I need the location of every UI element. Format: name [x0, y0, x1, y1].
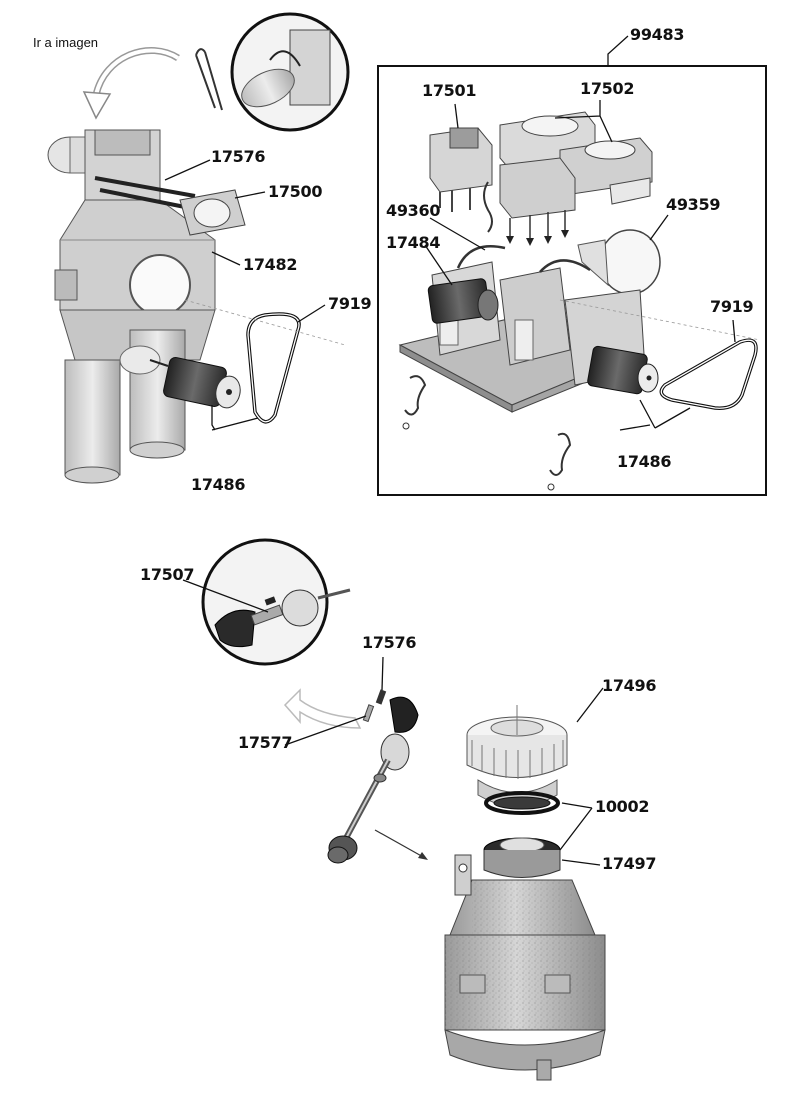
hollow-arrow-icon	[283, 688, 362, 729]
top-left-assembly	[47, 12, 350, 484]
part-label-17502: 17502	[580, 79, 635, 98]
part-label-7919-right: 7919	[710, 297, 754, 316]
plate-17500	[179, 189, 246, 236]
part-label-17497: 17497	[602, 854, 657, 873]
part-label-49359: 49359	[666, 195, 721, 214]
part-label-17577: 17577	[238, 733, 293, 752]
detail-zoom-circle-bottom	[201, 538, 351, 666]
shaft-assembly	[327, 689, 419, 864]
bottom-assembly	[182, 538, 606, 1081]
part-label-17484: 17484	[386, 233, 441, 252]
part-label-10002: 10002	[595, 797, 650, 816]
motor-17484	[427, 278, 499, 324]
motor-17486-right	[587, 345, 659, 395]
spring-pin-icon	[195, 48, 223, 111]
cone-49359	[577, 229, 661, 295]
ring-10002	[484, 791, 560, 815]
go-to-image-link[interactable]: Ir a imagen	[33, 35, 99, 50]
part-label-49360: 49360	[386, 201, 441, 220]
burr-17497	[483, 837, 561, 878]
part-label-17486-left: 17486	[191, 475, 246, 494]
grinder-housing	[444, 854, 606, 1081]
assembly-99483-frame	[377, 65, 767, 496]
block-17501	[429, 127, 493, 212]
wire-49360	[456, 245, 591, 273]
part-label-17576-bottom: 17576	[362, 633, 417, 652]
motor-17486-left	[149, 357, 241, 409]
top-right-assembly	[377, 35, 767, 496]
part-label-17500: 17500	[268, 182, 323, 201]
assembly-label-99483: 99483	[630, 25, 685, 44]
part-label-17576-top: 17576	[211, 147, 266, 166]
part-label-7919-left: 7919	[328, 294, 372, 313]
part-label-17507: 17507	[140, 565, 195, 584]
part-label-17501: 17501	[422, 81, 477, 100]
belt-7919-right	[659, 338, 758, 410]
grinder-body	[47, 129, 216, 484]
part-label-17486-right: 17486	[617, 452, 672, 471]
part-label-17482: 17482	[243, 255, 298, 274]
detail-zoom-circle	[230, 12, 350, 132]
clip-icon	[404, 375, 427, 416]
block-17502	[499, 111, 653, 205]
part-label-17496: 17496	[602, 676, 657, 695]
